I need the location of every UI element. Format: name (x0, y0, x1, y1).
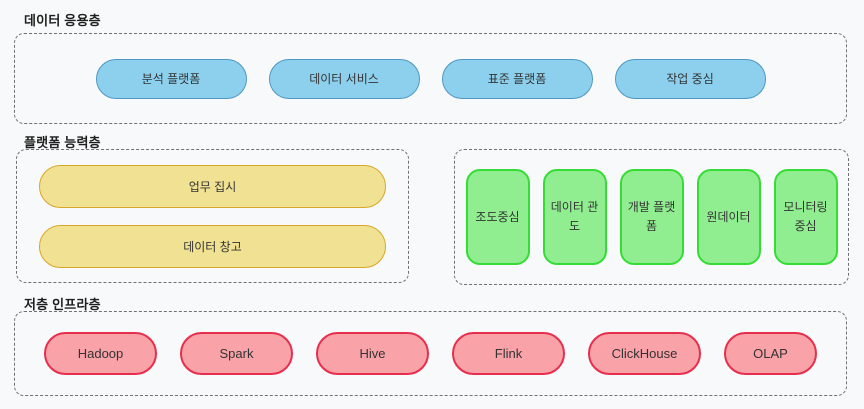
node-scheduling-center: 조도중심 (465, 169, 530, 265)
node-business-mart: 업무 집시 (39, 164, 386, 208)
layer-title-infrastructure: 저층 인프라층 (24, 297, 101, 312)
layer-title-application: 데이터 응용층 (24, 13, 101, 28)
node-data-warehouse: 데이터 창고 (39, 224, 386, 268)
node-monitoring-center: 모니터링 중심 (773, 169, 838, 265)
node-hadoop: Hadoop (44, 332, 157, 375)
node-data-service: 데이터 서비스 (268, 58, 420, 99)
node-hive: Hive (316, 332, 429, 375)
node-standard-platform: 표준 플랫폼 (441, 58, 593, 99)
platform-capability-container: 업무 집시 데이터 창고 (16, 149, 409, 283)
node-olap: OLAP (724, 332, 817, 375)
layer-title-platform: 플랫폼 능력층 (24, 135, 101, 150)
node-clickhouse: ClickHouse (588, 332, 701, 375)
infrastructure-layer-container: Hadoop Spark Hive Flink ClickHouse OLAP (14, 311, 847, 396)
application-layer-container: 분석 플랫폼 데이터 서비스 표준 플랫폼 작업 중심 (14, 33, 847, 124)
node-raw-data: 원데이터 (696, 169, 761, 265)
node-flink: Flink (452, 332, 565, 375)
node-dev-platform: 개발 플랫폼 (619, 169, 684, 265)
node-spark: Spark (180, 332, 293, 375)
platform-service-container: 조도중심 데이터 관도 개발 플랫폼 원데이터 모니터링 중심 (454, 149, 849, 285)
node-analysis-platform: 분석 플랫폼 (95, 58, 247, 99)
node-data-pipeline: 데이터 관도 (542, 169, 607, 265)
node-job-center: 작업 중심 (614, 58, 766, 99)
